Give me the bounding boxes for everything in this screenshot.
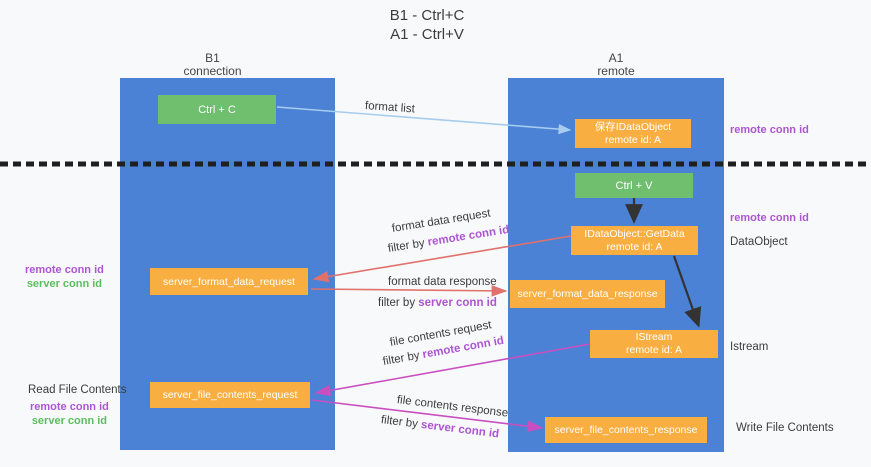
left-file-conn-ids: remote conn id server conn id (30, 401, 109, 428)
lane-header-b1: B1 connection (105, 52, 320, 78)
ctrl-v-label: Ctrl + V (615, 179, 653, 192)
istream-annotation-label: Istream (730, 341, 769, 353)
lane-b1-subtitle: connection (183, 64, 242, 78)
title-line-1: B1 - Ctrl+C (389, 7, 465, 24)
ctrl-c-label: Ctrl + C (198, 103, 236, 116)
lane-a1-subtitle: remote (597, 64, 635, 78)
server-file-contents-response-box: server_file_contents_response (545, 417, 707, 443)
server-format-data-response-box: server_format_data_response (510, 280, 665, 308)
server-file-contents-request-label: server_file_contents_request (162, 389, 298, 401)
istream-line1: IStream (635, 331, 673, 343)
title-line-2: A1 - Ctrl+V (390, 26, 464, 43)
save-dataobject-line1: 保存IDataObject (594, 120, 672, 133)
getdata-line2: remote id: A (606, 240, 663, 253)
format-request-arrow (312, 235, 572, 283)
dataobject-label: DataObject (730, 236, 788, 248)
lane-header-a1: A1 remote (508, 52, 724, 78)
save-dataobject-box: 保存IDataObject remote id: A (575, 119, 691, 148)
remote-conn-id-top-label: remote conn id (730, 124, 809, 136)
server-format-data-request-box: server_format_data_request (150, 268, 308, 295)
format-data-response-label: format data response (388, 276, 497, 288)
getdata-line1: IDataObject::GetData (584, 227, 685, 240)
server-file-contents-response-label: server_file_contents_response (554, 424, 698, 436)
ctrl-c-box: Ctrl + C (158, 95, 276, 124)
server-file-contents-request-box: server_file_contents_request (150, 382, 310, 408)
save-dataobject-line2: remote id: A (604, 133, 662, 146)
read-file-contents-label: Read File Contents (28, 384, 127, 396)
format-response-arrow (310, 285, 508, 297)
lane-b1-title: B1 (205, 51, 220, 65)
remote-conn-id-mid-label: remote conn id (730, 212, 809, 224)
ctrl-v-box: Ctrl + V (575, 173, 693, 198)
left-format-conn-ids: remote conn id server conn id (25, 264, 104, 291)
getdata-to-istream-arrow (672, 255, 702, 328)
filter-by-text: filter by (378, 297, 419, 309)
file-request-arrow (314, 343, 591, 397)
istream-box: IStream remote id: A (590, 330, 718, 358)
istream-line2: remote id: A (625, 344, 683, 356)
server-format-data-request-label: server_format_data_request (163, 275, 295, 288)
lane-a1-title: A1 (608, 51, 624, 65)
page-title: B1 - Ctrl+C A1 - Ctrl+V (0, 6, 854, 44)
file-response-arrow (311, 399, 544, 432)
format-list-arrow (276, 106, 572, 135)
left-file-remote-conn-id: remote conn id (30, 401, 109, 413)
server-format-data-response-label: server_format_data_response (517, 288, 658, 300)
server-conn-id-key: server conn id (418, 297, 497, 309)
format-response-filter-label: filter by server conn id (378, 297, 497, 309)
left-format-server-conn-id: server conn id (26, 277, 103, 290)
write-file-contents-label: Write File Contents (736, 422, 834, 434)
getdata-box: IDataObject::GetData remote id: A (571, 226, 698, 255)
left-file-server-conn-id: server conn id (31, 414, 108, 427)
left-format-remote-conn-id: remote conn id (25, 264, 104, 276)
